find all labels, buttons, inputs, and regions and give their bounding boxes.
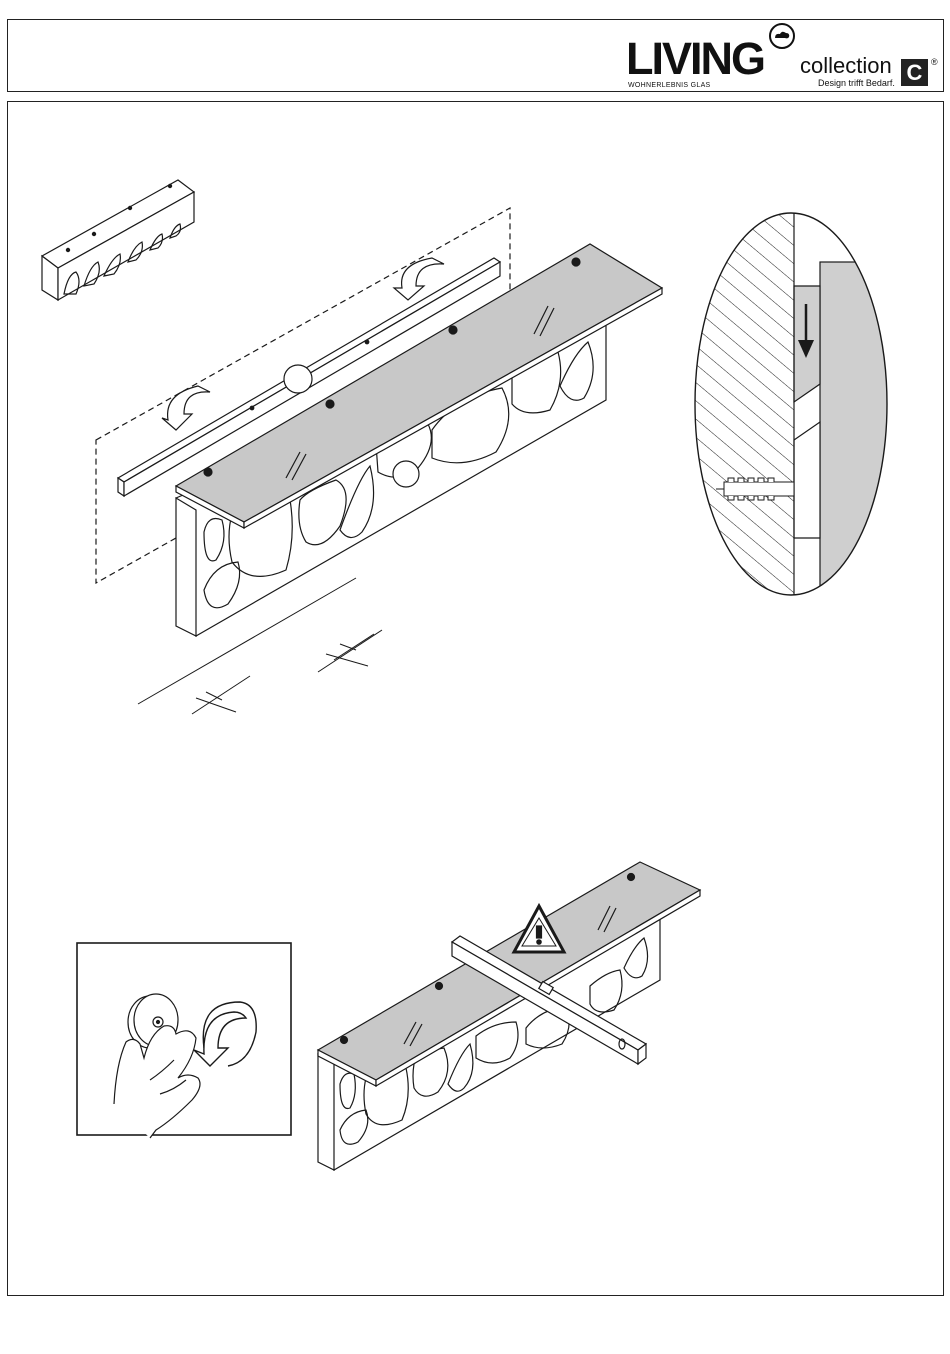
bracket-detail <box>690 210 900 602</box>
overview-shelf <box>42 180 194 300</box>
wall-anchor-circle <box>284 365 312 393</box>
step1-illustration <box>42 180 662 714</box>
adjuster-inset <box>77 943 291 1138</box>
step2-illustration <box>318 862 700 1170</box>
rotate-arrow-icon <box>162 386 210 430</box>
leveled-shelf <box>318 862 700 1170</box>
